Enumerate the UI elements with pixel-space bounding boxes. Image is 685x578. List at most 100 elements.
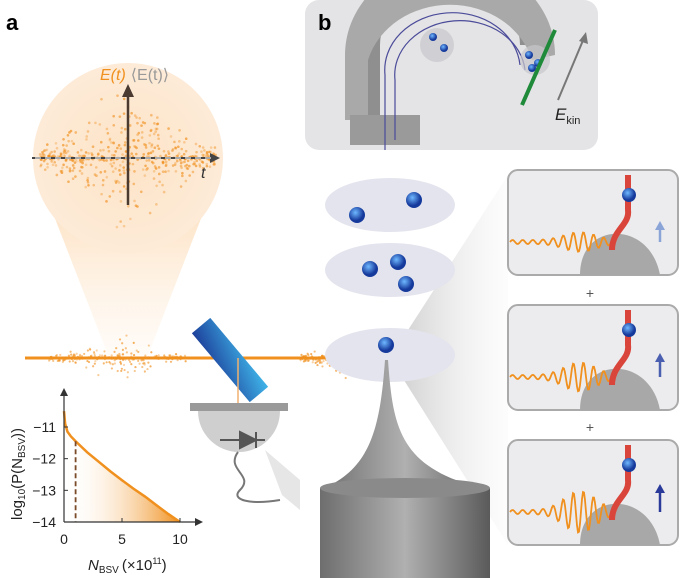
field-sample-dot — [141, 168, 145, 171]
field-sample-dot — [173, 163, 177, 167]
field-sample-dot — [86, 130, 90, 133]
beam-sample-dot — [322, 355, 325, 358]
field-sample-dot — [209, 146, 213, 149]
field-sample-dot — [94, 166, 98, 169]
field-sample-dot — [72, 159, 75, 162]
beam-sample-dot — [86, 349, 90, 352]
field-sample-dot — [140, 136, 144, 139]
field-sample-dot — [118, 169, 121, 172]
x-tick-label: 10 — [172, 531, 188, 547]
beam-sample-dot — [56, 359, 59, 363]
field-sample-dot — [167, 169, 170, 173]
field-sample-dot — [200, 150, 203, 153]
electron — [622, 188, 636, 202]
beam-sample-dot — [170, 355, 173, 358]
beam-sample-dot — [111, 363, 114, 366]
field-sample-dot — [177, 152, 181, 155]
field-sample-dot — [74, 175, 77, 178]
field-sample-dot — [117, 144, 121, 147]
field-sample-dot — [78, 158, 82, 162]
field-sample-dot — [112, 153, 116, 157]
field-sample-dot — [84, 185, 88, 189]
field-sample-dot — [153, 165, 157, 168]
field-sample-dot — [154, 167, 158, 170]
beam-sample-dot — [130, 355, 133, 358]
beam-sample-dot — [78, 353, 82, 356]
field-sample-dot — [64, 149, 67, 152]
arrow-head-icon — [655, 484, 665, 493]
beam-sample-dot — [132, 353, 136, 357]
y-tick-label: −14 — [32, 514, 56, 530]
beam-sample-dot — [87, 356, 90, 359]
field-sample-dot — [180, 166, 183, 170]
beam-sample-dot — [177, 356, 180, 359]
field-sample-dot — [115, 225, 119, 229]
beam-sample-dot — [171, 357, 174, 360]
field-sample-dot — [70, 139, 74, 143]
field-sample-dot — [191, 170, 195, 174]
beam-sample-dot — [47, 359, 51, 362]
field-sample-dot — [55, 146, 59, 150]
field-sample-dot — [62, 151, 66, 155]
field-sample-dot — [122, 169, 126, 172]
beam-sample-dot — [126, 356, 130, 360]
field-sample-dot — [179, 159, 183, 163]
beam-sample-dot — [67, 354, 71, 357]
beam-sample-dot — [141, 357, 144, 360]
field-sample-dot — [151, 150, 155, 153]
y-axis-label: log10(P(NBSV)) — [9, 428, 28, 520]
beam-sample-dot — [69, 350, 72, 353]
arrow-head-icon — [655, 221, 665, 230]
field-sample-dot — [171, 164, 175, 167]
field-sample-dot — [45, 143, 49, 146]
field-sample-dot — [194, 142, 198, 146]
field-sample-dot — [202, 154, 206, 157]
field-sample-dot — [97, 152, 100, 156]
field-sample-dot — [50, 160, 53, 163]
field-sample-dot — [167, 127, 170, 130]
beam-sample-dot — [174, 356, 177, 360]
field-sample-dot — [175, 159, 179, 163]
field-sample-dot — [173, 140, 176, 144]
field-sample-dot — [205, 164, 209, 168]
field-sample-dot — [201, 146, 205, 149]
beam-sample-dot — [97, 355, 101, 359]
beam-sample-dot — [110, 354, 113, 357]
chart-curve — [62, 411, 181, 524]
beam-sample-dot — [184, 356, 188, 359]
beam-sample-dot — [165, 357, 169, 360]
field-sample-dot — [136, 121, 139, 125]
field-sample-dot — [79, 148, 83, 152]
plus-sign-1: + — [586, 285, 594, 301]
field-sample-dot — [124, 154, 128, 158]
field-sample-dot — [155, 122, 159, 126]
field-sample-dot — [186, 167, 190, 171]
field-sample-dot — [148, 211, 152, 215]
field-sample-dot — [60, 171, 64, 175]
arrow-head-icon — [655, 353, 665, 362]
beam-sample-dot — [143, 370, 146, 373]
beam-sample-dot — [119, 360, 122, 364]
beam-sample-dot — [76, 355, 80, 358]
field-sample-dot — [84, 163, 88, 167]
field-sample-dot — [155, 127, 159, 131]
beam-sample-dot — [96, 357, 99, 360]
laser-waveform — [509, 361, 613, 393]
field-sample-dot — [194, 164, 198, 168]
field-sample-dot — [152, 132, 156, 136]
field-sample-dot — [119, 200, 123, 203]
field-sample-dot — [164, 154, 167, 158]
beam-sample-dot — [119, 362, 123, 365]
field-sample-dot — [123, 127, 127, 131]
field-sample-dot — [113, 154, 116, 157]
field-sample-dot — [87, 151, 90, 155]
field-sample-dot — [41, 150, 44, 154]
field-sample-dot — [109, 141, 113, 144]
field-sample-dot — [105, 127, 109, 131]
beam-sample-dot — [150, 351, 153, 354]
beam-sample-dot — [175, 355, 178, 358]
field-sample-dot — [174, 161, 177, 165]
field-sample-dot — [193, 162, 197, 166]
field-sample-dot — [188, 174, 191, 177]
field-sample-dot — [135, 116, 138, 119]
